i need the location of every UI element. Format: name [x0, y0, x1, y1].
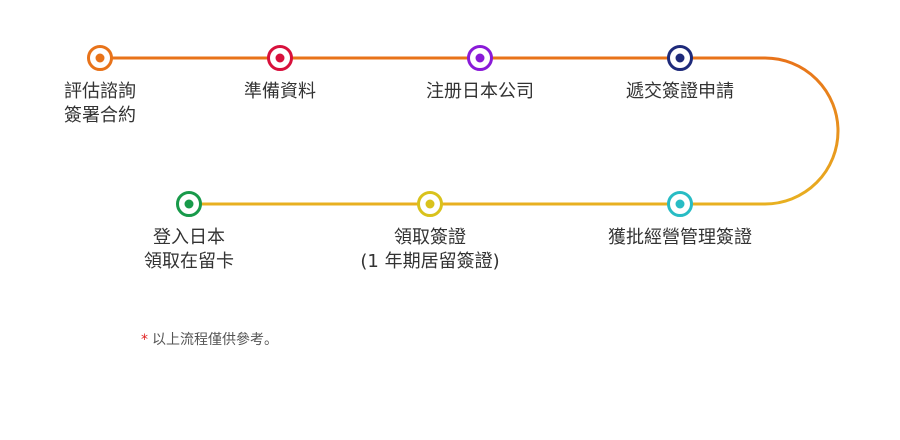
step-node-dot [275, 53, 285, 63]
track-curve [764, 56, 840, 206]
step-node-dot [475, 53, 485, 63]
step-node-5 [667, 191, 693, 217]
step-node-dot [675, 199, 685, 209]
step-node-dot [425, 199, 435, 209]
step-label-7: 登入日本領取在留卡 [89, 226, 289, 274]
step-label-line: 評估諮詢 [64, 81, 136, 102]
step-node-7 [176, 191, 202, 217]
step-label-2: 準備資料 [180, 80, 380, 104]
disclaimer-text: 以上流程僅供參考。 [152, 332, 278, 348]
step-node-6 [417, 191, 443, 217]
step-node-1 [87, 45, 113, 71]
step-label-line: (1 年期居留簽證) [360, 251, 500, 272]
step-label-line: 獲批經營管理簽證 [608, 227, 752, 248]
step-node-4 [667, 45, 693, 71]
step-label-line: 準備資料 [244, 81, 316, 102]
step-label-line: 登入日本 [153, 227, 225, 248]
step-node-dot [95, 53, 105, 63]
step-label-4: 遞交簽證申請 [580, 80, 780, 104]
step-label-5: 獲批經營管理簽證 [580, 226, 780, 250]
step-label-line: 遞交簽證申請 [626, 81, 734, 102]
step-label-line: 領取在留卡 [144, 251, 234, 272]
disclaimer-note: *以上流程僅供參考。 [141, 329, 278, 349]
step-label-line: 領取簽證 [394, 227, 466, 248]
asterisk-mark: * [141, 332, 148, 348]
step-label-1: 評估諮詢簽署合約 [0, 80, 200, 128]
step-node-dot [675, 53, 685, 63]
step-label-6: 領取簽證 (1 年期居留簽證) [330, 226, 530, 274]
step-label-line: 注册日本公司 [426, 81, 534, 102]
step-node-3 [467, 45, 493, 71]
step-node-2 [267, 45, 293, 71]
step-node-dot [184, 199, 194, 209]
step-label-line: 簽署合約 [64, 105, 136, 126]
step-label-3: 注册日本公司 [380, 80, 580, 104]
